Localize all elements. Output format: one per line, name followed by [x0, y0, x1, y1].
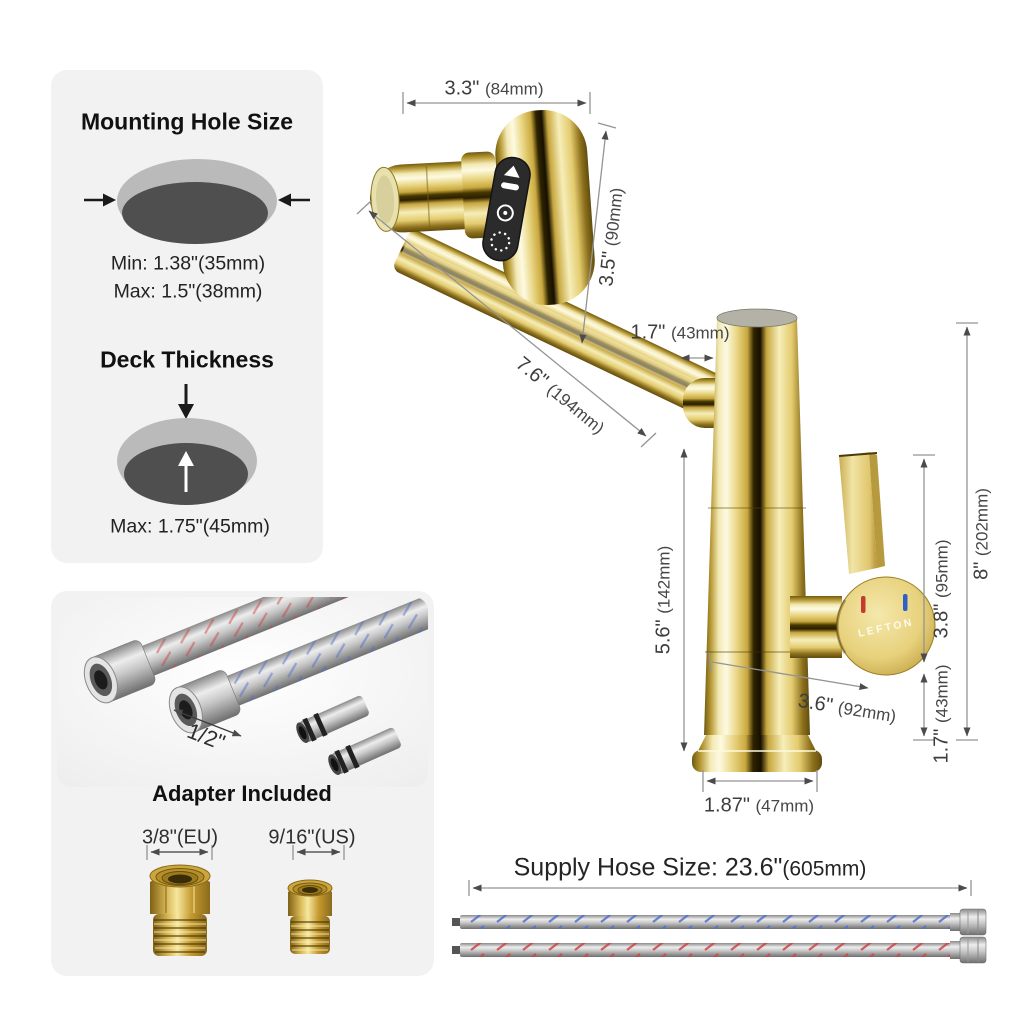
cold-indicator — [903, 594, 908, 611]
supply-hoses — [452, 908, 987, 964]
adapter-eu-label: 3/8"(EU) — [141, 826, 219, 849]
deck-thickness-diagram — [117, 384, 257, 505]
stream-mode-icon — [503, 165, 520, 178]
adapter-us — [287, 845, 345, 954]
hose-female-end-1 — [83, 597, 425, 704]
dim-line-handle-top-height — [913, 454, 935, 663]
dim-line-total-height — [956, 322, 978, 741]
handle-disc — [835, 576, 936, 676]
hot-indicator — [861, 596, 866, 613]
supply-hose-hot — [452, 936, 987, 964]
adapter-us-label: 9/16"(US) — [268, 826, 356, 849]
hose-male-end-1 — [296, 695, 369, 743]
faucet-column — [704, 308, 810, 735]
dim-line-arm-length — [356, 199, 657, 448]
dim-label-handle-top-height: 3.8" (95mm) — [930, 539, 953, 639]
handle-lever — [838, 452, 885, 574]
deck-thickness-title: Deck Thickness — [100, 346, 274, 373]
dim-line-supply-hose — [468, 880, 972, 896]
mounting-hole-title: Mounting Hole Size — [80, 108, 294, 135]
supply-hose-photo — [57, 597, 428, 787]
handle-valve-body — [790, 596, 842, 658]
faucet-base — [692, 735, 822, 772]
arrow-left-icon — [278, 193, 310, 207]
adapter-included-title: Adapter Included — [152, 781, 332, 806]
hose-male-end-2 — [328, 727, 401, 775]
supply-hose-size-label: Supply Hose Size: 23.6"(605mm) — [513, 853, 867, 882]
supply-hose-cold — [452, 908, 987, 936]
arrow-down-icon — [178, 384, 194, 419]
dim-label-handle-bottom-gap: 1.7" (43mm) — [930, 664, 953, 764]
adapter-eu — [146, 845, 213, 956]
mounting-hole-diagram — [84, 159, 310, 244]
faucet — [369, 109, 936, 772]
mounting-hole-min: Min: 1.38"(35mm) — [110, 252, 266, 275]
dim-label-total-height: 8" (202mm) — [970, 488, 993, 580]
pause-mode-icon — [501, 182, 519, 191]
dimension-lines — [356, 92, 978, 896]
dim-label-top-gap: 1.7" (43mm) — [630, 321, 730, 344]
dim-label-spout-height: 5.6" (142mm) — [652, 545, 675, 655]
dim-label-base-width: 1.87" (47mm) — [703, 794, 815, 817]
dim-line-base-width — [702, 770, 818, 792]
dim-line-spout-top-width — [402, 92, 591, 114]
arrow-up-icon — [178, 451, 194, 492]
deck-thickness-max: Max: 1.75"(45mm) — [110, 515, 270, 538]
dim-line-reach — [708, 651, 869, 691]
dim-line-hose-thread — [173, 709, 242, 737]
dim-label-spout-top-width: 3.3" (84mm) — [444, 77, 544, 100]
dim-line-handle-bottom-gap — [913, 673, 935, 741]
arrow-right-icon — [84, 193, 116, 207]
mounting-hole-max: Max: 1.5"(38mm) — [113, 280, 263, 303]
